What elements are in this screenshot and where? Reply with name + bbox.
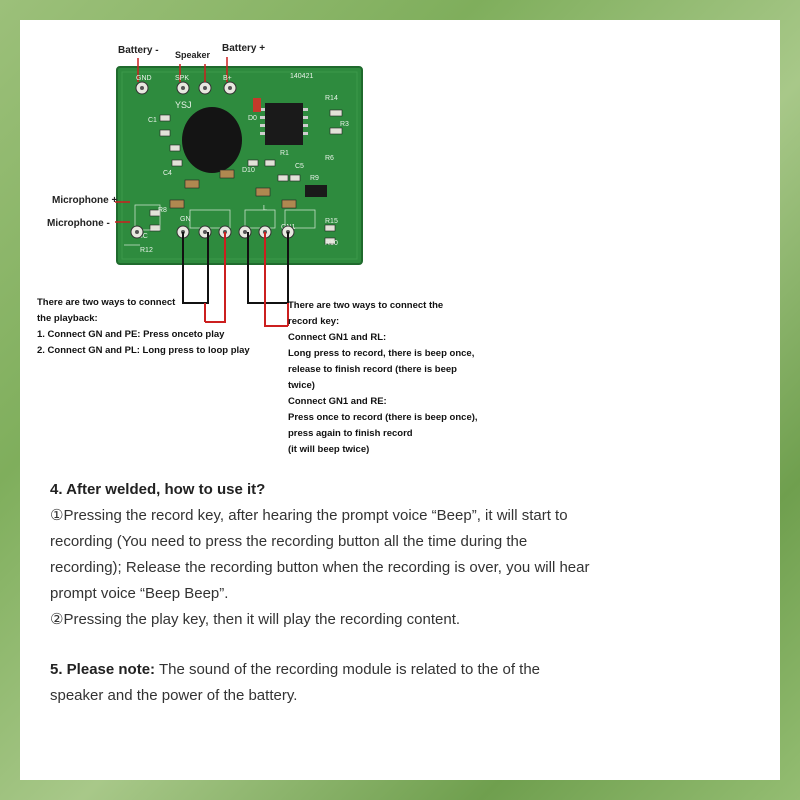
record-note-line: twice) — [288, 380, 315, 391]
silk-gnd: GND — [136, 75, 152, 82]
silk-c4: C4 — [163, 170, 172, 177]
product-panel: GND SPK B+ 140421 YSJ GN GN1 MIC R12 R8 … — [20, 20, 780, 780]
silk-r6: R6 — [325, 155, 334, 162]
note-text-1: The sound of the recording module is rel… — [155, 661, 541, 678]
silk-l: L — [263, 205, 267, 212]
section-heading-usage: 4. After welded, how to use it? — [50, 481, 266, 498]
silk-code: 140421 — [290, 73, 313, 80]
chip-blob — [182, 107, 242, 173]
silk-r10: R10 — [325, 240, 338, 247]
label-microphone-plus: Microphone + — [52, 195, 118, 206]
silk-r14: R14 — [325, 95, 338, 102]
silk-d10: D10 — [242, 167, 255, 174]
silk-bplus: B+ — [223, 75, 232, 82]
record-note-line: (it will beep twice) — [288, 444, 370, 455]
record-note-line: Press once to record (there is beep once… — [288, 412, 478, 423]
step1-line: ①Pressing the record key, after hearing … — [50, 507, 568, 524]
record-wires — [247, 232, 289, 327]
silk-r8: R8 — [158, 207, 167, 214]
silk-r9: R9 — [310, 175, 319, 182]
step1-line: recording (You need to press the recordi… — [50, 533, 528, 550]
playback-note-line: 2. Connect GN and PL: Long press to loop… — [37, 345, 250, 356]
record-note: There are two ways to connect the record… — [288, 298, 478, 458]
step2-line: ②Pressing the play key, then it will pla… — [50, 611, 461, 628]
silk-r1: R1 — [280, 150, 289, 157]
record-note-line: release to finish record (there is beep — [288, 364, 457, 375]
playback-note-line: 1. Connect GN and PE: Press onceto play — [37, 329, 225, 340]
label-microphone-minus: Microphone - — [47, 218, 110, 229]
usage-instructions: 4. After welded, how to use it? ①Pressin… — [50, 477, 650, 709]
silk-r12: R12 — [140, 247, 153, 254]
silk-c1: C1 — [148, 117, 157, 124]
silk-d0: D0 — [248, 115, 257, 122]
note-text-2: speaker and the power of the battery. — [50, 687, 298, 704]
silk-r3: R3 — [340, 121, 349, 128]
label-battery-plus: Battery + — [222, 43, 266, 54]
record-note-line: Connect GN1 and RE: — [288, 396, 387, 407]
silk-c5: C5 — [295, 163, 304, 170]
ic-chip — [265, 103, 303, 145]
silk-gn: GN — [180, 216, 191, 223]
playback-note-line: There are two ways to connect — [37, 297, 176, 308]
step1-line: recording); Release the recording button… — [50, 559, 590, 576]
record-note-line: There are two ways to connect the — [288, 300, 444, 311]
playback-note: There are two ways to connect the playba… — [37, 295, 250, 359]
silk-brand: YSJ — [175, 100, 192, 110]
label-battery-minus: Battery - — [118, 45, 159, 56]
label-speaker: Speaker — [175, 50, 211, 60]
silk-r15: R15 — [325, 218, 338, 225]
playback-note-line: the playback: — [37, 313, 98, 324]
circuit-board-diagram: GND SPK B+ 140421 YSJ GN GN1 MIC R12 R8 … — [115, 57, 363, 327]
silk-spk: SPK — [175, 75, 189, 82]
record-note-line: Connect GN1 and RL: — [288, 332, 387, 343]
step1-line: prompt voice “Beep Beep”. — [50, 585, 229, 602]
record-note-line: Long press to record, there is beep once… — [288, 348, 475, 359]
record-note-line: press again to finish record — [288, 428, 413, 439]
playback-wires — [182, 232, 226, 323]
note-heading: 5. Please note: — [50, 661, 156, 678]
record-note-line: record key: — [288, 316, 340, 327]
note-paragraph: 5. Please note: The sound of the recordi… — [50, 657, 650, 683]
